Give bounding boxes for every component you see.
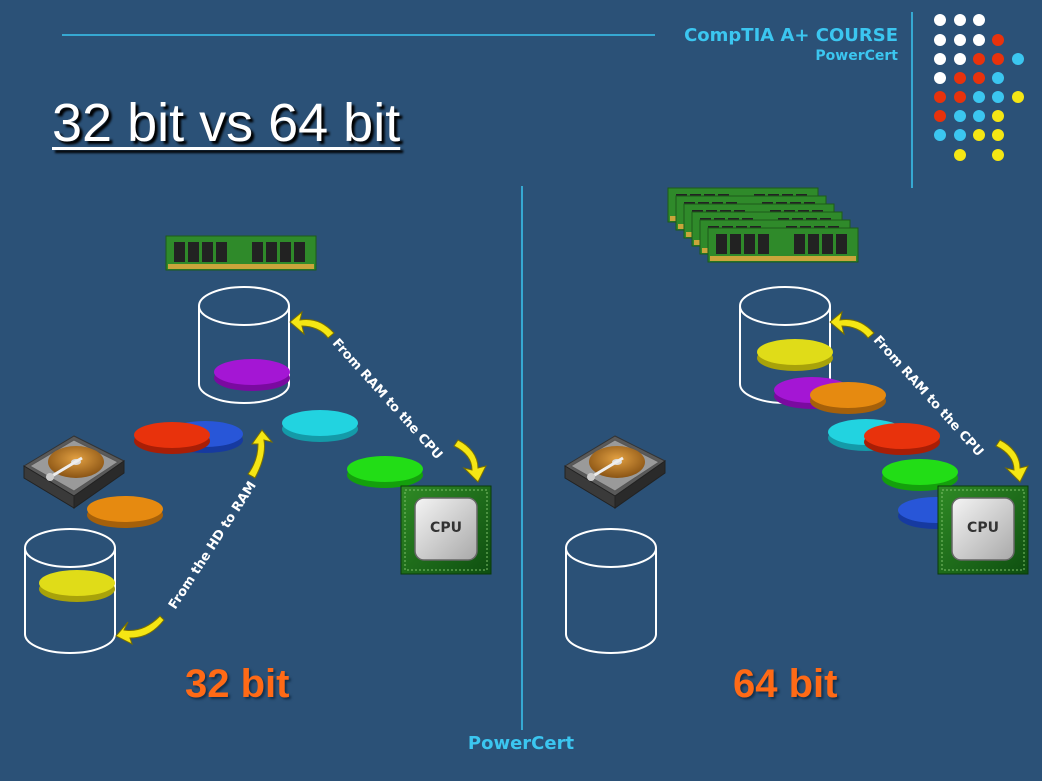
data-disc [214, 359, 290, 385]
brand-name: PowerCert [815, 48, 898, 64]
curved-arrow-icon [115, 615, 165, 645]
data-disc [39, 570, 115, 596]
data-disc [347, 456, 423, 482]
curved-arrow-icon [829, 310, 875, 339]
ram-module-icon [165, 235, 317, 271]
ram-module-stack [667, 187, 859, 263]
data-disc [882, 459, 958, 485]
label-64-bit: 64 bit [733, 662, 838, 706]
hard-drive-icon [563, 434, 667, 510]
footer-brand: PowerCert [467, 733, 575, 754]
course-title: CompTIA A+ COURSE [684, 25, 898, 46]
cpu-label: CPU [967, 520, 999, 536]
data-disc [864, 423, 940, 449]
hard-drive-icon [22, 434, 126, 510]
curved-arrow-icon [995, 439, 1029, 483]
data-disc [134, 422, 210, 448]
ram-cylinder [198, 286, 290, 404]
data-disc [810, 382, 886, 408]
hard-drive-cylinder [565, 528, 657, 654]
curved-arrow-icon [289, 310, 335, 339]
label-32-bit: 32 bit [185, 662, 290, 706]
hard-drive-cylinder [24, 528, 116, 654]
data-disc [282, 410, 358, 436]
curved-arrow-icon [453, 439, 487, 483]
data-disc [757, 339, 833, 365]
cpu-label: CPU [430, 520, 462, 536]
slide-title: 32 bit vs 64 bit [52, 93, 401, 153]
decorative-dot-grid [934, 14, 1024, 161]
data-disc [87, 496, 163, 522]
curved-arrow-icon [247, 429, 274, 479]
